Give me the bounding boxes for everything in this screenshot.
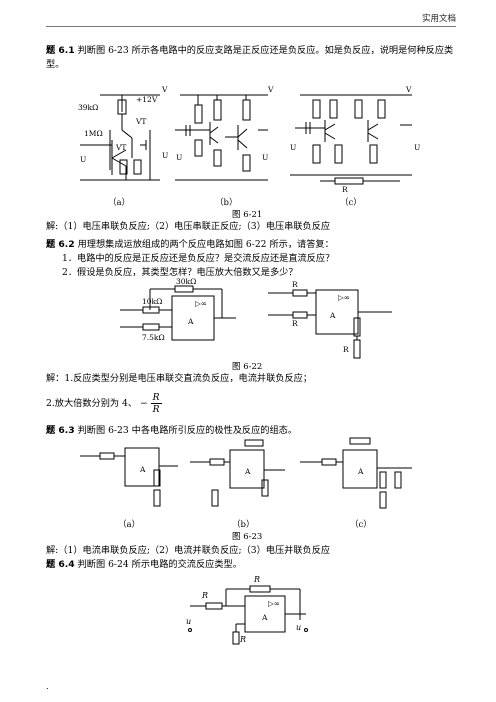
figure-caption-6-21: 图 6-21 [232, 210, 263, 220]
label-amp: A [261, 613, 268, 622]
answer-6-1: 解:（1）电压串联负反应;（2）电压串联正反应;（3）电压串联负反应 [46, 221, 331, 232]
label-amp-a3b: A [244, 467, 251, 476]
label-vt2: VT [115, 143, 126, 152]
subcaption-a: （a） [108, 198, 131, 208]
answer-6-2-part2: 2.放大倍数分别为 4、 − R R [46, 392, 162, 415]
label-39k: 39kΩ [78, 103, 98, 112]
label-amp-a: A [187, 317, 194, 326]
subcaption-c: （c） [350, 520, 372, 530]
label-amp-a3a: A [139, 465, 146, 474]
answer-6-3: 解:（1）电流串联负反应;（2）电流并联负反应;（3）电压并联负反应 [46, 545, 331, 556]
answer-prefix: 2.放大倍数分别为 4、 [46, 398, 138, 409]
label-rf-c: R [342, 185, 348, 194]
question-tag: 题 6.2 [46, 239, 75, 250]
label-vcc-c: V [405, 85, 412, 94]
figure-caption-6-22: 图 6-22 [232, 362, 263, 372]
fraction-denominator: R [152, 404, 160, 415]
label-1m: 1MΩ [84, 129, 103, 138]
label-uo: u [296, 623, 301, 632]
label-12v: +12V [136, 95, 158, 104]
label-amp-inf: ▷∞ [268, 599, 280, 608]
page-header: 实用文档 [421, 14, 456, 24]
question-6-1: 题 6.1 判断图 6-23 所示各电路中的反应支路是正反应还是负反应。如是负反… [46, 44, 456, 71]
fraction-numerator: R [150, 392, 162, 404]
answer-6-2-part1: 解：1.反应类型分别是电压串联交直流负反应，电流并联负反应； [46, 373, 313, 384]
label-amp-inf: ▷∞ [195, 299, 207, 308]
label-vt1: VT [135, 117, 146, 126]
label-r: R [239, 635, 246, 644]
label-ui-b: U [176, 153, 182, 162]
question-tag: 题 6.1 [46, 45, 75, 56]
label-7-5k: 7.5kΩ [142, 333, 165, 342]
label-10k: 10kΩ [142, 297, 162, 306]
label-r1: R [201, 591, 208, 600]
label-amp-a2: A [329, 311, 336, 320]
label-r1: R [292, 280, 298, 289]
subcaption-b: （b） [232, 520, 255, 530]
question-tag: 题 6.3 [46, 425, 75, 436]
label-uo-a: U [162, 151, 168, 160]
question-text: 用理想集成运放组成的两个反应电路如图 6-22 所示，请答复： [77, 239, 334, 250]
question-text: 判断图 6-24 所示电路的交流反应类型。 [77, 559, 242, 570]
question-6-2: 题 6.2 用理想集成运放组成的两个反应电路如图 6-22 所示，请答复： [46, 238, 456, 252]
question-text: 判断图 6-23 所示各电路中的反应支路是正反应还是负反应。如是负反应，说明是何… [46, 45, 454, 70]
label-ui-c: U [290, 143, 296, 152]
label-r2: R [292, 319, 298, 328]
question-item-1: 1．电路中的反应是正反应还是负反应？是交流反应还是直流反应？ [62, 253, 335, 264]
gain-fraction: R R [150, 392, 162, 415]
figure-caption-6-23: 图 6-23 [232, 532, 263, 542]
question-text: 判断图 6-23 中各电路所引反应的极性及反应的组态。 [77, 425, 298, 436]
subcaption-c: （c） [340, 198, 362, 208]
label-ui: u [186, 617, 191, 626]
label-uo-b: U [262, 153, 268, 162]
question-tag: 题 6.4 [46, 559, 75, 570]
subcaption-a: （a） [118, 520, 141, 530]
label-amp-inf2: ▷∞ [338, 293, 350, 302]
subcaption-b: （b） [215, 198, 238, 208]
question-6-4: 题 6.4 判断图 6-24 所示电路的交流反应类型。 [46, 558, 456, 572]
label-uo-c: U [414, 143, 420, 152]
question-6-3: 题 6.3 判断图 6-23 中各电路所引反应的极性及反应的组态。 [46, 424, 456, 438]
label-vcc-b: V [267, 85, 274, 94]
footer-mark: . [46, 682, 49, 692]
label-rf: R [253, 575, 260, 584]
label-30k: 30kΩ [176, 277, 196, 286]
header-rule [46, 26, 456, 27]
label-vcc-a: V [161, 85, 168, 94]
question-item-2: 2．假设是负反应，其类型怎样？电压放大倍数又是多少？ [62, 267, 298, 278]
label-ui-a: U [80, 155, 86, 164]
label-r3: R [343, 345, 349, 354]
label-amp-a3c: A [357, 467, 364, 476]
